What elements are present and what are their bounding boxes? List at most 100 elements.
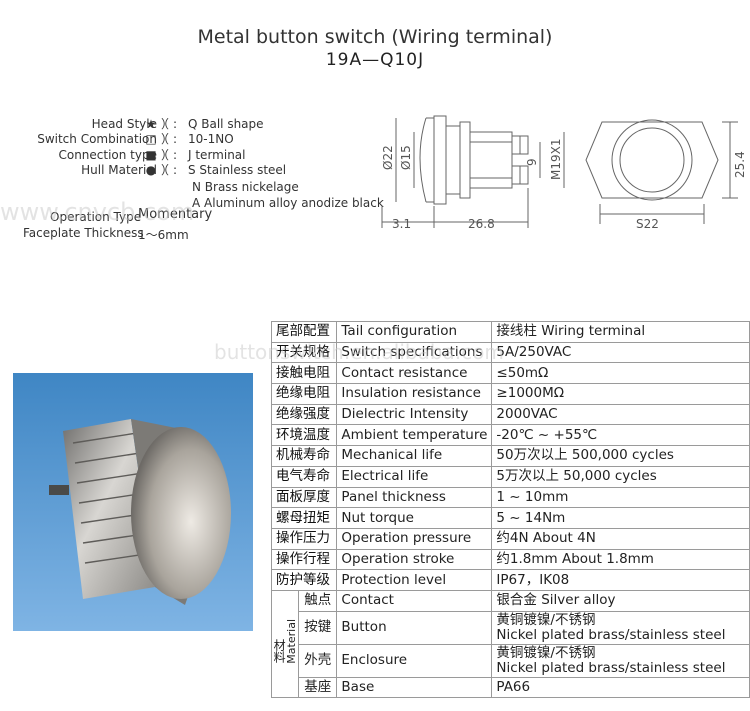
spec-value: 约4N About 4N	[491, 527, 750, 550]
spec-en: Operation stroke	[336, 548, 493, 571]
spec-value: ≤50mΩ	[491, 362, 750, 385]
spec-cn: 操作行程	[270, 548, 338, 571]
hull-option-aluminum: A Aluminum alloy anodize black	[192, 196, 384, 210]
material-value-en: Nickel plated brass/stainless steel	[496, 626, 726, 643]
operation-type-value: Momentary	[138, 207, 213, 222]
material-sub-en: Base	[336, 676, 493, 699]
material-sub-en: Enclosure	[336, 643, 493, 678]
spec-en: Ambient temperature	[336, 424, 493, 447]
spec-value: 接线柱 Wiring terminal	[491, 321, 750, 343]
spec-cn: 绝缘电阻	[270, 383, 338, 405]
product-photo	[13, 373, 253, 631]
dim-thread: M19X1	[549, 139, 563, 180]
spec-cn: 防护等级	[270, 569, 338, 591]
spec-en: Nut torque	[336, 507, 493, 529]
dimension-drawing: Ø22 Ø15 9 M19X1 3.1 26.8 S22 25.4	[381, 115, 745, 231]
code-paren: ）:	[161, 148, 178, 162]
code-value: S Stainless steel	[188, 163, 287, 177]
spec-value: IP67，IK08	[491, 569, 750, 591]
filled-square-icon: ■	[145, 148, 157, 162]
material-value: PA66	[491, 676, 750, 699]
spec-cn: 螺母扭矩	[270, 507, 338, 529]
spec-en: Switch specifications	[336, 341, 493, 364]
spec-value: 50万次以上 500,000 cycles	[491, 445, 750, 467]
spec-en: Electrical life	[336, 465, 493, 488]
spec-cn: 面板厚度	[270, 486, 338, 509]
spec-value: ≥1000MΩ	[491, 383, 750, 405]
spec-en: Protection level	[336, 569, 493, 591]
material-sub-cn: 基座	[298, 676, 338, 699]
spec-cn: 环境温度	[270, 424, 338, 447]
spec-cn: 电气寿命	[270, 465, 338, 488]
spec-en: Mechanical life	[336, 445, 493, 467]
spec-value: 5 ~ 14Nm	[491, 507, 750, 529]
faceplate-thickness-value: 1～6mm	[138, 228, 189, 242]
filled-circle-icon: ●	[145, 163, 157, 177]
page-title: Metal button switch (Wiring terminal)	[197, 26, 553, 48]
spec-value: -20℃ ~ +55℃	[491, 424, 750, 447]
spec-en: Panel thickness	[336, 486, 493, 509]
code-value: 10-1NO	[188, 132, 234, 146]
code-label: Hull Material（	[81, 163, 169, 177]
spec-cn: 开关规格	[270, 341, 338, 364]
code-label: Connection type（	[58, 148, 169, 162]
code-label: Switch Combination（	[37, 132, 169, 146]
material-cn: 材料	[272, 639, 287, 664]
material-value-en: Nickel plated brass/stainless steel	[496, 659, 726, 676]
operation-type-label: Operation Type	[50, 210, 142, 224]
spec-cn: 尾部配置	[270, 321, 338, 343]
hull-option-brass: N Brass nickelage	[192, 180, 299, 194]
material-sub-en: Button	[336, 610, 493, 645]
spec-cn: 绝缘强度	[270, 403, 338, 426]
spec-cn: 机械寿命	[270, 445, 338, 467]
spec-value: 约1.8mm About 1.8mm	[491, 548, 750, 571]
material-en: Material	[285, 618, 299, 664]
spec-value: 5A/250VAC	[491, 341, 750, 364]
spec-en: Tail configuration	[336, 321, 493, 343]
spec-en: Contact resistance	[336, 362, 493, 385]
dim-hex-height: 25.4	[733, 151, 745, 178]
spec-cn: 操作压力	[270, 527, 338, 550]
dim-body-length: 26.8	[468, 217, 495, 231]
code-paren: ）:	[161, 132, 178, 146]
spec-value: 5万次以上 50,000 cycles	[491, 465, 750, 488]
dim-inner-diameter: Ø15	[399, 145, 413, 170]
code-paren: ）:	[161, 117, 178, 131]
material-value: 银合金 Silver alloy	[491, 589, 750, 612]
spec-en: Insulation resistance	[336, 383, 493, 405]
material-group-label: 材料Material	[270, 589, 300, 699]
table-row: 材料Material 触点 Contact 银合金 Silver alloy	[270, 589, 750, 699]
dim-head-length: 3.1	[392, 217, 411, 231]
code-label: Head Style（	[91, 117, 169, 131]
material-sub-cn: 触点	[298, 589, 338, 612]
code-value: Q Ball shape	[188, 117, 264, 131]
spec-cn: 接触电阻	[270, 362, 338, 385]
material-sub-cn: 外壳	[298, 643, 338, 678]
spec-value: 2000VAC	[491, 403, 750, 426]
code-value: J terminal	[188, 148, 246, 162]
star-icon: ★	[145, 117, 157, 131]
spec-en: Operation pressure	[336, 527, 493, 550]
dim-outer-diameter: Ø22	[381, 145, 395, 170]
material-sub-cn: 按键	[298, 610, 338, 645]
model-number: 19A—Q10J	[325, 50, 425, 70]
faceplate-thickness-label: Faceplate Thickness	[23, 226, 144, 240]
material-value-cn: 黄铜镀镍/不锈钢	[496, 644, 596, 661]
material-value-cn: 黄铜镀镍/不锈钢	[496, 611, 596, 628]
